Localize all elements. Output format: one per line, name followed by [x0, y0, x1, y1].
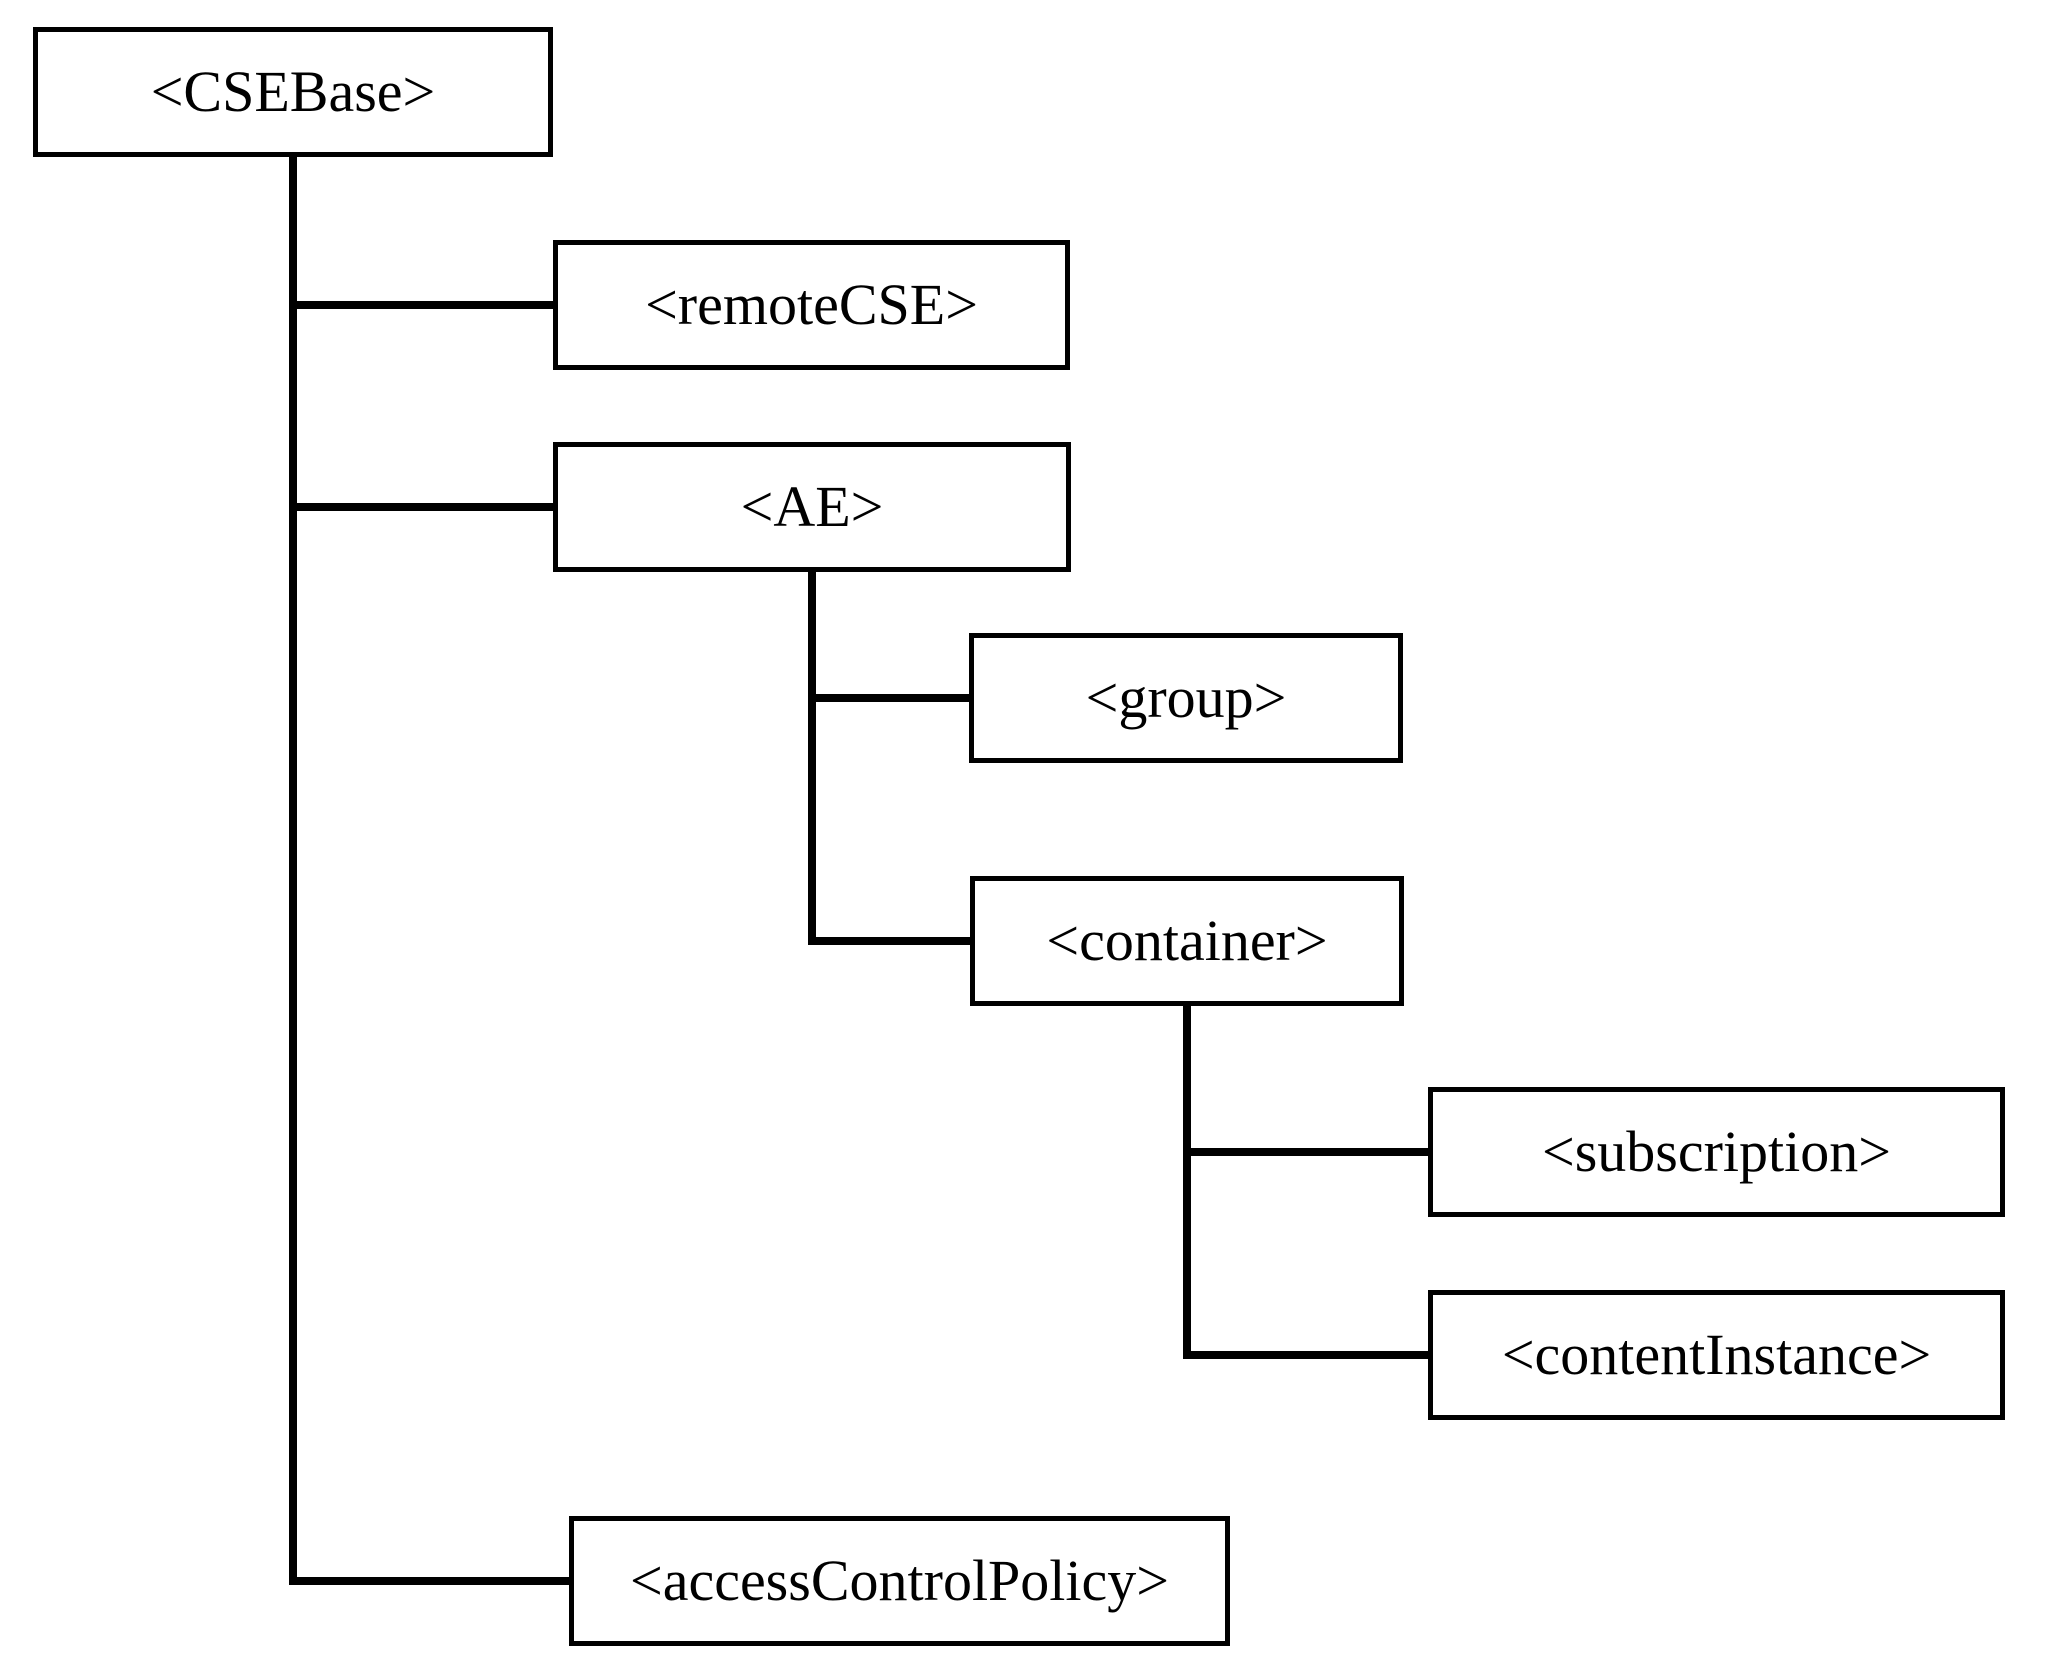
edge-container-subscription: [1183, 1148, 1428, 1156]
node-subscription-label: <subscription>: [1542, 1119, 1891, 1184]
edge-ae-container: [808, 937, 970, 945]
node-contentinstance: <contentInstance>: [1428, 1290, 2005, 1420]
edge-csebase-accesscontrolpolicy: [289, 1577, 569, 1585]
node-remotecse-label: <remoteCSE>: [645, 272, 978, 337]
trunk-ae: [808, 572, 816, 945]
node-accesscontrolpolicy: <accessControlPolicy>: [569, 1516, 1230, 1646]
edge-ae-group: [808, 694, 969, 702]
node-container-label: <container>: [1046, 908, 1328, 973]
node-contentinstance-label: <contentInstance>: [1501, 1322, 1932, 1387]
node-remotecse: <remoteCSE>: [553, 240, 1070, 370]
node-ae: <AE>: [553, 442, 1071, 572]
node-csebase-label: <CSEBase>: [150, 59, 436, 124]
node-csebase: <CSEBase>: [33, 27, 553, 157]
edge-csebase-remotecse: [289, 301, 553, 309]
node-subscription: <subscription>: [1428, 1087, 2005, 1217]
node-ae-label: <AE>: [740, 474, 884, 539]
trunk-csebase: [289, 157, 297, 1585]
node-accesscontrolpolicy-label: <accessControlPolicy>: [630, 1548, 1169, 1613]
node-group-label: <group>: [1085, 665, 1287, 730]
edge-csebase-ae: [289, 503, 553, 511]
trunk-container: [1183, 1006, 1191, 1359]
edge-container-contentinstance: [1183, 1351, 1428, 1359]
node-group: <group>: [969, 633, 1403, 763]
node-container: <container>: [970, 876, 1404, 1006]
